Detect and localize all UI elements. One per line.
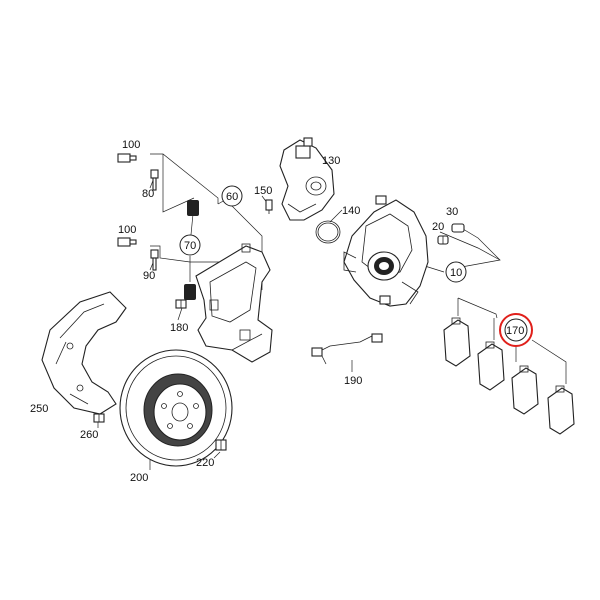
callout-circle-170: [504, 318, 528, 342]
bolt-shank: [129, 239, 137, 245]
leader-10-a: [455, 225, 501, 269]
label-170: 170: [506, 325, 524, 337]
bolt-head: [150, 169, 159, 179]
brake-pad-1: [443, 317, 471, 367]
brake-pad-3: [511, 365, 539, 415]
bushing: [184, 284, 196, 300]
leader-220: [213, 451, 221, 459]
guide-pin-20: [437, 235, 449, 245]
bolt-shank: [152, 257, 157, 271]
brake-disc-200: [119, 349, 233, 467]
bolt-100-bottom: [117, 237, 137, 247]
label-70: 70: [184, 240, 196, 252]
bolt-head: [150, 249, 159, 259]
screw-260: [93, 413, 105, 423]
label-150: 150: [254, 185, 272, 197]
bolt-80: [150, 169, 159, 191]
label-260: 260: [80, 429, 98, 441]
caliper-carrier: [195, 243, 273, 363]
label-180: 180: [170, 322, 188, 334]
screw-220: [215, 439, 227, 451]
bolt-90: [150, 249, 159, 271]
bushing: [187, 200, 199, 216]
label-60: 60: [226, 191, 238, 203]
label-100-top: 100: [122, 139, 140, 151]
brake-pad-2: [477, 341, 505, 391]
label-90: 90: [143, 270, 155, 282]
actuator-motor-130: [279, 137, 335, 221]
leader-170-d: [531, 339, 567, 384]
cap-30: [451, 223, 465, 233]
o-ring-140: [315, 220, 341, 244]
label-220: 220: [196, 457, 214, 469]
label-80: 80: [142, 188, 154, 200]
bushing-70-top: [187, 200, 199, 216]
leader-60-top: [150, 153, 219, 204]
bolt-shank: [129, 155, 137, 161]
callout-circle-70: [179, 234, 201, 256]
bolt-180: [175, 299, 187, 309]
bolt-shank: [152, 177, 157, 191]
wear-sensor-190: [311, 333, 383, 365]
bolt-head: [117, 237, 131, 247]
bolt-100-top: [117, 153, 137, 163]
label-10: 10: [450, 267, 462, 279]
label-190: 190: [344, 375, 362, 387]
bleed-screw-150: [265, 199, 273, 214]
leader-60-mid: [162, 154, 195, 213]
bushing-70-bottom: [184, 284, 196, 300]
label-140: 140: [342, 205, 360, 217]
dust-shield-250: [41, 291, 127, 415]
label-250: 250: [30, 403, 48, 415]
brake-pad-4: [547, 385, 575, 435]
label-200: 200: [130, 472, 148, 484]
label-20: 20: [432, 221, 444, 233]
bolt-head: [117, 153, 131, 163]
callout-circle-10: [445, 261, 467, 283]
label-30: 30: [446, 206, 458, 218]
leader-180: [177, 307, 183, 321]
label-130: 130: [322, 155, 340, 167]
leader-140: [329, 209, 343, 223]
label-100-bottom: 100: [118, 224, 136, 236]
callout-circle-60: [221, 185, 243, 207]
leader-10-b: [439, 231, 501, 261]
brake-caliper: [343, 195, 429, 307]
leader-170-b: [457, 297, 498, 319]
